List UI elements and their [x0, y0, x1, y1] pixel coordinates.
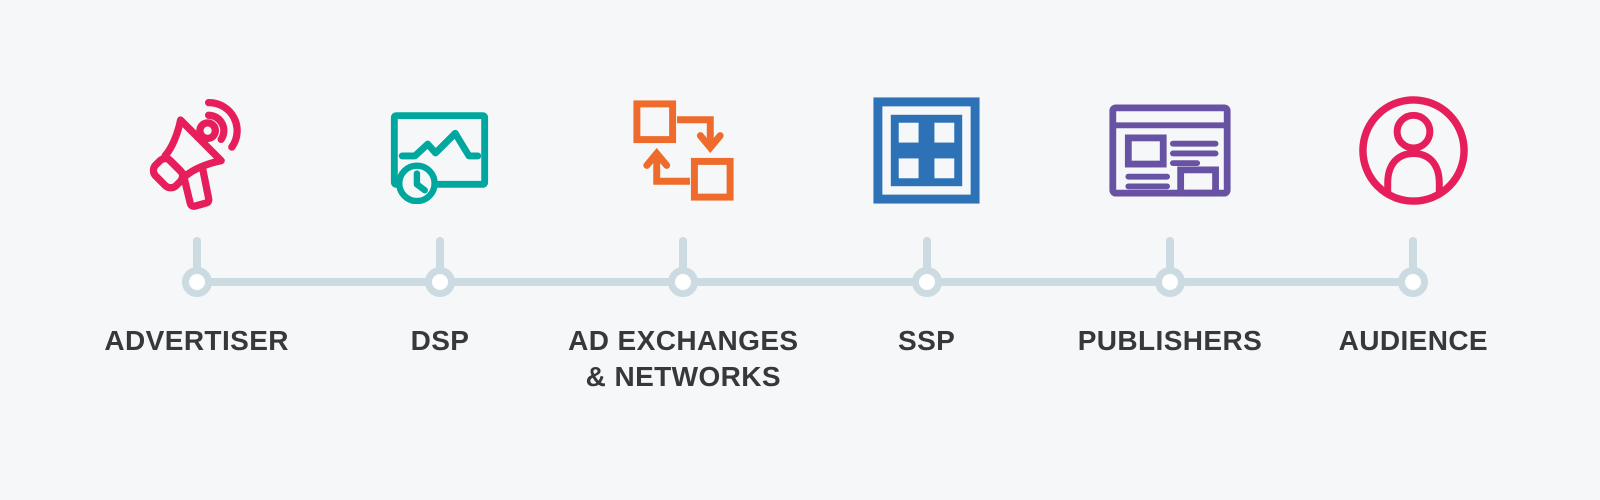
stage-advertiser: ADVERTISER — [75, 0, 318, 500]
timeline-node — [1398, 267, 1429, 297]
timeline-stem — [1165, 237, 1174, 271]
timeline-stem — [679, 237, 688, 271]
stage-label: DSP — [410, 325, 470, 356]
stage-label: SSP — [898, 325, 956, 356]
timeline-node — [1154, 267, 1185, 297]
ad-exchanges-icon-cell — [624, 85, 743, 215]
timeline-diagram: ADVERTISER DSP — [75, 0, 1535, 500]
stage-ad-exchanges: AD EXCHANGES & NETWORKS — [562, 0, 805, 500]
timeline-line — [196, 278, 1414, 286]
analytics-dashboard-icon — [391, 112, 489, 204]
timeline-stem — [192, 237, 201, 271]
stage-label: AD EXCHANGES & NETWORKS — [568, 325, 799, 393]
stage-label: AUDIENCE — [1338, 325, 1489, 356]
timeline-node — [181, 267, 212, 297]
stage-publishers: PUBLISHERS — [1048, 0, 1291, 500]
stage-ssp: SSP — [805, 0, 1048, 500]
timeline-node — [668, 267, 699, 297]
stage-dsp: DSP — [318, 0, 561, 500]
audience-icon-cell — [1354, 85, 1473, 215]
stage-audience: AUDIENCE — [1292, 0, 1535, 500]
stage-label: ADVERTISER — [104, 325, 289, 356]
timeline-columns: ADVERTISER DSP — [75, 0, 1535, 500]
timeline-node — [424, 267, 455, 297]
grid-squares-icon — [873, 96, 980, 204]
timeline-node — [911, 267, 942, 297]
timeline-stem — [1409, 237, 1418, 271]
ssp-icon-cell — [867, 85, 986, 215]
dsp-icon-cell — [380, 85, 499, 215]
exchange-arrows-icon — [633, 99, 734, 201]
publishers-icon-cell — [1107, 85, 1233, 215]
megaphone-icon — [149, 99, 241, 210]
browser-window-icon — [1109, 103, 1231, 197]
person-circle-icon — [1359, 95, 1468, 205]
stage-label: PUBLISHERS — [1077, 325, 1263, 356]
timeline-stem — [922, 237, 931, 271]
advertiser-icon-cell — [139, 85, 255, 215]
timeline-stem — [435, 237, 444, 271]
